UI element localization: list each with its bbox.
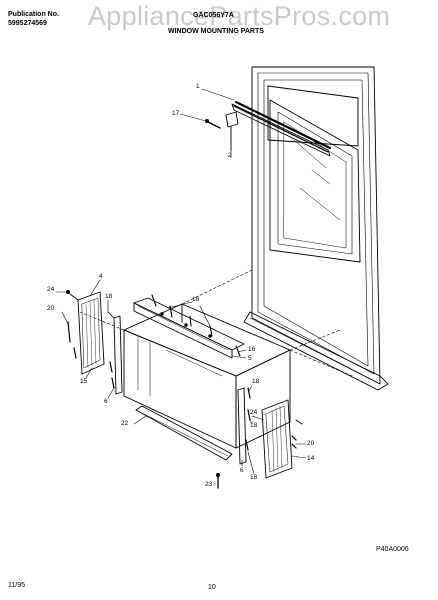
callout-2: 2 <box>228 152 232 159</box>
callout-4: 4 <box>99 273 103 280</box>
callout-5: 5 <box>248 355 252 362</box>
callout-leaders <box>55 88 307 485</box>
callout-15: 15 <box>80 378 88 385</box>
callout-6-left: 6 <box>104 398 108 405</box>
section-title: WINDOW MOUNTING PARTS <box>168 28 264 35</box>
callout-18-right: 18 <box>252 378 260 385</box>
screw <box>204 118 221 129</box>
callout-18-top: 18 <box>192 296 200 303</box>
publication-number: 5995274569 <box>8 20 47 27</box>
watermark: AppliancePartsPros.com <box>88 1 391 31</box>
callout-14: 14 <box>307 455 315 462</box>
drawing-code: P40A0006 <box>376 546 409 553</box>
callout-24-right: 24 <box>250 409 258 416</box>
sill-screw <box>216 473 220 489</box>
callout-18-left: 18 <box>105 293 113 300</box>
sill-support <box>135 405 233 461</box>
model-number: GAC056Y7A <box>193 12 234 19</box>
callout-18-mid: 18 <box>250 422 258 429</box>
right-side-curtain <box>261 399 303 479</box>
callout-24-left: 24 <box>47 286 55 293</box>
callout-17: 17 <box>172 110 180 117</box>
callout-23: 23 <box>205 481 213 488</box>
callout-20-right: 20 <box>307 440 315 447</box>
right-frame-channel <box>237 387 251 465</box>
top-angle-rail <box>133 297 245 359</box>
unit-outline <box>79 269 353 449</box>
callout-18-bottom: 18 <box>250 474 258 481</box>
revision-date: 11/95 <box>8 582 25 589</box>
page-number: 10 <box>208 584 216 591</box>
window-frame <box>243 66 389 391</box>
rail-screws <box>151 294 241 357</box>
callout-20-left: 20 <box>47 305 55 312</box>
callout-1: 1 <box>196 83 200 90</box>
mounting-bracket <box>225 111 239 151</box>
top-channel-rail <box>231 100 332 157</box>
callout-6-right: 6 <box>240 467 244 474</box>
callout-22: 22 <box>121 420 129 427</box>
callout-16: 16 <box>248 346 256 353</box>
publication-label: Publication No. <box>8 11 59 18</box>
left-frame-channel <box>107 311 123 395</box>
left-side-curtain <box>66 290 105 375</box>
